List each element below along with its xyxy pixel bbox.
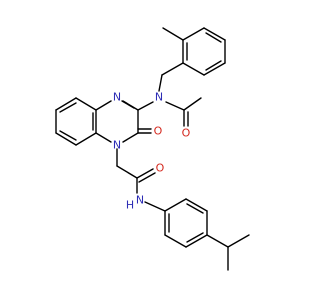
- atom-label-n: N: [136, 194, 144, 207]
- molecule-structure-diagram: N O N O N O H N: [55, 27, 250, 271]
- ring-nitrogen-top: N: [113, 91, 121, 104]
- atom-label-n: N: [113, 139, 121, 152]
- isopropylphenyl-ring-bonds: [164, 198, 208, 248]
- ch2-carbonyl-bond: [116, 165, 138, 179]
- amideN-to-C3-bond: [137, 101, 154, 111]
- acetyl-methyl-bond: [183, 97, 202, 111]
- benzo-ring-bonds: [55, 97, 97, 146]
- benzyl-ch2-bond-b: [158, 74, 163, 92]
- isopropyl-methyl-a-bond: [227, 234, 250, 248]
- atom-label-n: N: [155, 91, 163, 104]
- anilide-nh: H N: [126, 194, 144, 212]
- side-carbonyl-bond: [136, 168, 154, 179]
- atom-label-o: O: [182, 127, 191, 140]
- isopropyl-ch-bond: [206, 234, 229, 248]
- methylbenzyl-ring-bonds: [182, 27, 226, 76]
- pyrazinone-ring-bonds: [95, 100, 139, 143]
- ring-methyl-bond: [162, 27, 184, 41]
- side-carbonyl-bond-2: [138, 172, 156, 183]
- acetyl-oxygen: O: [182, 127, 191, 140]
- amideN-to-acetylC-bond: [165, 101, 185, 111]
- amide-nitrogen-top: N: [155, 91, 163, 104]
- atom-label-o: O: [156, 162, 165, 175]
- atom-label-o: O: [154, 125, 163, 138]
- atom-label-h: H: [126, 199, 134, 212]
- nh-aryl-bond: [144, 201, 166, 212]
- ring-nitrogen-bottom: N: [113, 139, 121, 152]
- benzyl-ch2-bond-a: [161, 62, 184, 76]
- atom-label-layer: N O N O N O H N: [113, 91, 191, 212]
- bond-layer: [55, 27, 250, 271]
- ring-oxygen: O: [154, 125, 163, 138]
- atom-label-n: N: [113, 91, 121, 104]
- side-chain-oxygen: O: [156, 162, 165, 175]
